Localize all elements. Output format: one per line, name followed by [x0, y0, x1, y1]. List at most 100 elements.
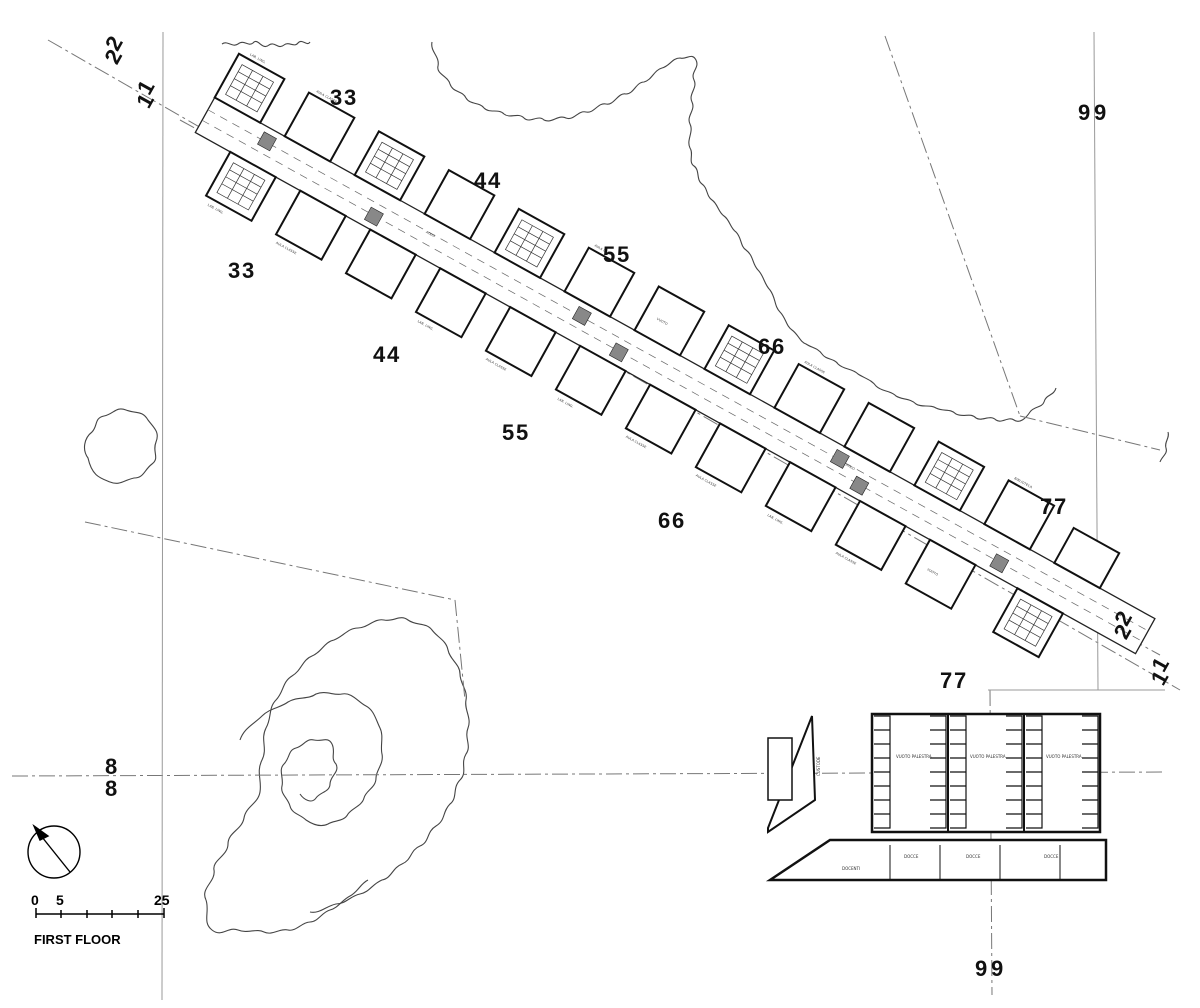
room-aula-end — [1052, 526, 1121, 590]
marker-7-top-b: 7 — [1054, 494, 1066, 519]
marker-7-bottom: 7 — [940, 668, 952, 693]
room-aula-2 — [353, 129, 426, 202]
desk-grid-3-lines — [510, 225, 550, 262]
desk-grid-6-lines — [221, 168, 262, 205]
bleacher-col-5 — [1026, 715, 1043, 829]
building-chain: LAB. LING. AULA CLASSE ATRIO AULA CLASSE… — [194, 52, 1156, 659]
label-custode: CUSTODE — [816, 756, 821, 776]
label-docce-2: DOCCE — [966, 854, 981, 859]
room-lab-1 — [213, 52, 286, 125]
upper-rooms — [213, 52, 1121, 590]
room-aula-3 — [493, 207, 566, 280]
drawing-caption: FIRST FLOOR — [34, 932, 121, 947]
north-arrow-icon — [27, 823, 81, 879]
room-aula-9 — [344, 228, 418, 300]
label-vuoto-palestra-2: VUOTO PALESTRA — [970, 754, 1006, 759]
bleacher-col-1 — [874, 715, 891, 829]
line-99-axis — [989, 689, 993, 996]
room-aula-7 — [913, 440, 986, 512]
tree-spiral-tail — [205, 879, 369, 934]
bleacher-col-2 — [930, 715, 947, 829]
desk-grid-7-lines — [1008, 604, 1049, 641]
room-lab-4 — [554, 344, 627, 417]
room-lab-end — [991, 586, 1065, 659]
marker-5-bottom-b: 5 — [516, 420, 528, 445]
marker-5-top: 5 — [603, 242, 615, 267]
room-aula-1 — [283, 91, 356, 163]
site-boundary-left — [84, 521, 456, 601]
desk-grid-7 — [1003, 598, 1053, 647]
site-contours — [83, 40, 1169, 934]
marker-6-bottom-b: 6 — [672, 508, 684, 533]
treeline-top-tail — [1159, 431, 1169, 463]
stairs — [257, 131, 1010, 574]
gym-service-block — [767, 737, 793, 801]
marker-4-top: 4 — [474, 168, 487, 193]
corridor-wall-inner-top — [207, 109, 1149, 632]
label-vuoto-1: VUOTO — [656, 317, 669, 326]
marker-3-top: 3 — [330, 85, 342, 110]
tree-spiral-outer — [204, 617, 470, 913]
room-aula-4 — [563, 246, 636, 319]
treeline-top-left — [221, 40, 311, 48]
lower-rooms — [204, 150, 1065, 659]
desk-grid-5 — [924, 452, 974, 501]
marker-6-bottom: 6 — [658, 508, 670, 533]
room-lab-3 — [414, 266, 488, 339]
gym-labels: VUOTO PALESTRA VUOTO PALESTRA VUOTO PALE… — [816, 754, 1082, 871]
scale-bar — [35, 908, 165, 918]
stair-2 — [363, 206, 384, 227]
desk-grid-6 — [216, 162, 266, 211]
marker-6-top-b: 6 — [772, 334, 784, 359]
label-atrio-2: ATRIO — [845, 463, 856, 472]
room-vuoto-1 — [633, 285, 706, 357]
room-atrio-1 — [423, 168, 496, 241]
marker-4-bottom: 4 — [373, 342, 386, 367]
scale-label-0: 0 — [31, 892, 39, 908]
desk-grid-4 — [714, 335, 764, 384]
label-docce-3: DOCCE — [1044, 854, 1059, 859]
stair-6 — [849, 475, 870, 496]
scale-label-5: 5 — [56, 892, 64, 908]
marker-4-top-b: 4 — [488, 168, 501, 193]
vertical-guide-1 — [161, 31, 164, 1001]
bleacher-col-6 — [1082, 715, 1099, 829]
marker-9-bottom-b: 9 — [991, 956, 1003, 981]
site-boundary-right — [884, 35, 1021, 417]
room-lab-2 — [204, 150, 278, 223]
stair-1 — [257, 131, 277, 152]
desk-grid-2-lines — [370, 147, 410, 184]
desk-grid-5-lines — [929, 458, 970, 495]
marker-9-bottom: 9 — [975, 956, 987, 981]
site-boundary-curve — [454, 599, 466, 701]
marker-8-left-b: 8 — [105, 776, 117, 801]
stair-7 — [989, 553, 1010, 574]
marker-3-top-b: 3 — [344, 85, 356, 110]
room-aula-5 — [703, 323, 776, 396]
desk-grid-1-lines — [230, 70, 270, 107]
section-markers: 2 2 1 1 3 3 3 3 4 4 4 4 5 5 5 5 6 6 6 6 … — [99, 32, 1174, 981]
marker-7-bottom-b: 7 — [954, 668, 966, 693]
desk-grid-3 — [504, 219, 554, 268]
gym-changing-strip — [765, 838, 1108, 882]
site-boundary-tr — [1019, 415, 1161, 451]
marker-9-top-b: 9 — [1094, 100, 1106, 125]
marker-4-bottom-b: 4 — [387, 342, 400, 367]
central-corridor — [194, 96, 1156, 655]
label-vuoto-2: VUOTO — [926, 567, 939, 576]
north-arrow-circle — [27, 825, 81, 879]
room-aula-12 — [694, 422, 767, 494]
stair-5 — [829, 448, 850, 469]
room-aula-6 — [773, 362, 846, 435]
tree-small-left — [83, 408, 158, 484]
marker-3-bottom-b: 3 — [242, 258, 254, 283]
bleacher-col-3 — [950, 715, 967, 829]
marker-8-left-a: 8 — [105, 754, 117, 779]
label-vuoto-palestra-1: VUOTO PALESTRA — [896, 754, 932, 759]
stair-3 — [571, 305, 592, 326]
desk-grid-1 — [225, 64, 275, 113]
stair-4 — [608, 342, 629, 363]
label-vuoto-palestra-3: VUOTO PALESTRA — [1046, 754, 1082, 759]
tree-spiral-inner — [239, 692, 383, 827]
marker-5-top-b: 5 — [617, 242, 629, 267]
